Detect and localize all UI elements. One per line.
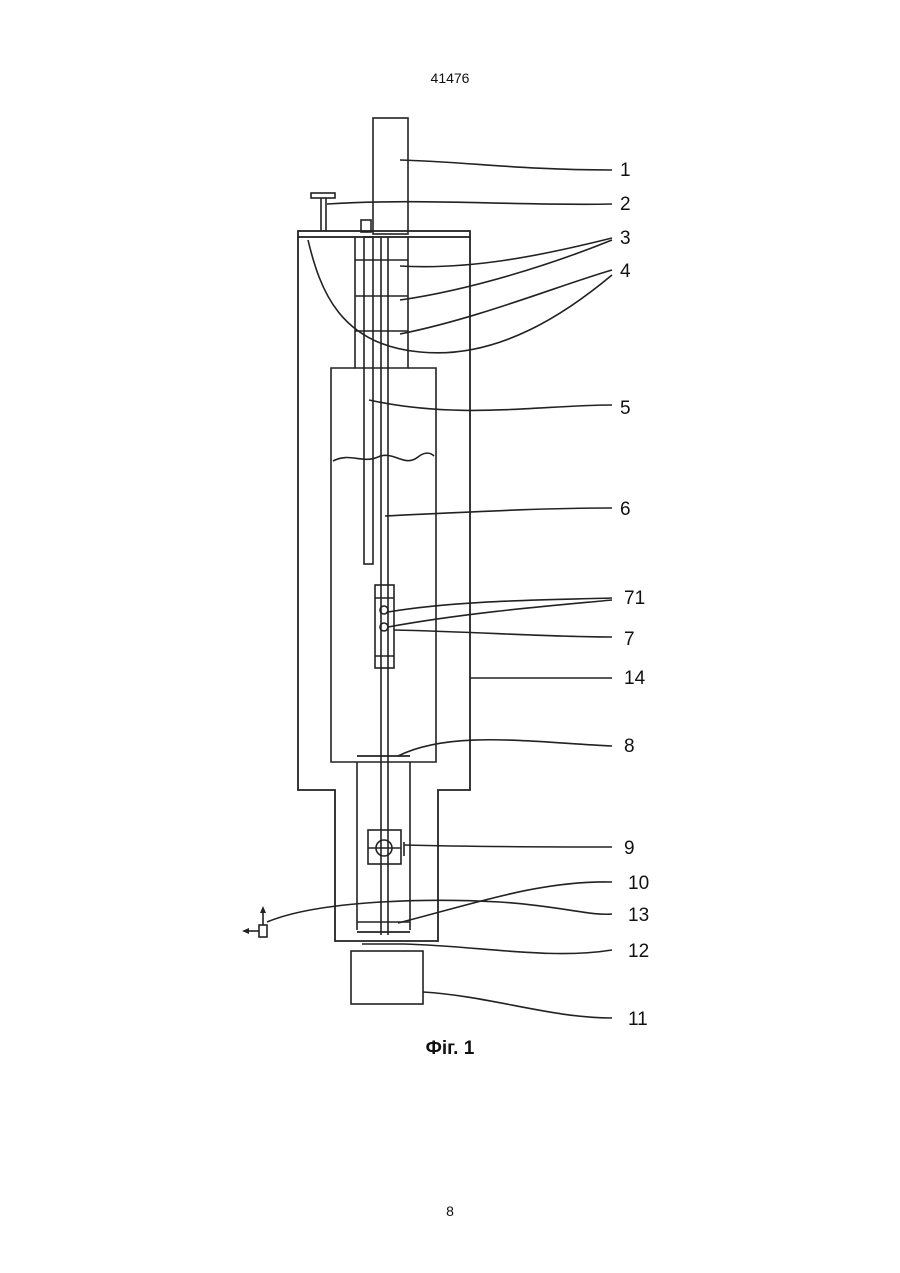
housing-part-14: [298, 237, 470, 941]
label-9: 9: [624, 838, 635, 859]
leader-71a: [388, 598, 612, 612]
label-13: 13: [628, 905, 649, 926]
label-14: 14: [624, 668, 646, 689]
label-6: 6: [620, 499, 631, 520]
label-3: 3: [620, 228, 631, 249]
label-4: 4: [620, 261, 631, 282]
leader-5: [369, 400, 612, 410]
leader-8: [398, 740, 612, 756]
leader-6: [385, 508, 612, 516]
outlet-fitting: [259, 925, 267, 937]
label-11: 11: [628, 1009, 648, 1030]
page-number: 8: [0, 1203, 900, 1219]
label-5: 5: [620, 398, 631, 419]
label-71: 71: [624, 588, 645, 609]
leader-3b: [400, 240, 612, 300]
leader-13: [267, 900, 612, 922]
liquid-level: [333, 453, 434, 461]
leader-9: [404, 845, 612, 847]
label-2: 2: [620, 194, 631, 215]
inner-chamber: [331, 368, 436, 762]
screw-part-2: [311, 193, 335, 198]
leader-4a: [400, 270, 612, 334]
block-part-11: [351, 951, 423, 1004]
leader-1: [400, 160, 612, 170]
label-7: 7: [624, 629, 635, 650]
leader-71b: [388, 600, 612, 627]
label-1: 1: [620, 160, 631, 181]
label-12: 12: [628, 941, 649, 962]
figure-caption: Фіг. 1: [0, 1038, 900, 1060]
leader-11: [423, 992, 612, 1018]
label-10: 10: [628, 873, 649, 894]
element-part-9: [368, 830, 401, 864]
label-8: 8: [624, 736, 635, 757]
leader-2: [327, 202, 612, 205]
leader-12: [404, 944, 612, 954]
leader-7: [394, 630, 612, 637]
rod-part-1: [373, 118, 408, 234]
